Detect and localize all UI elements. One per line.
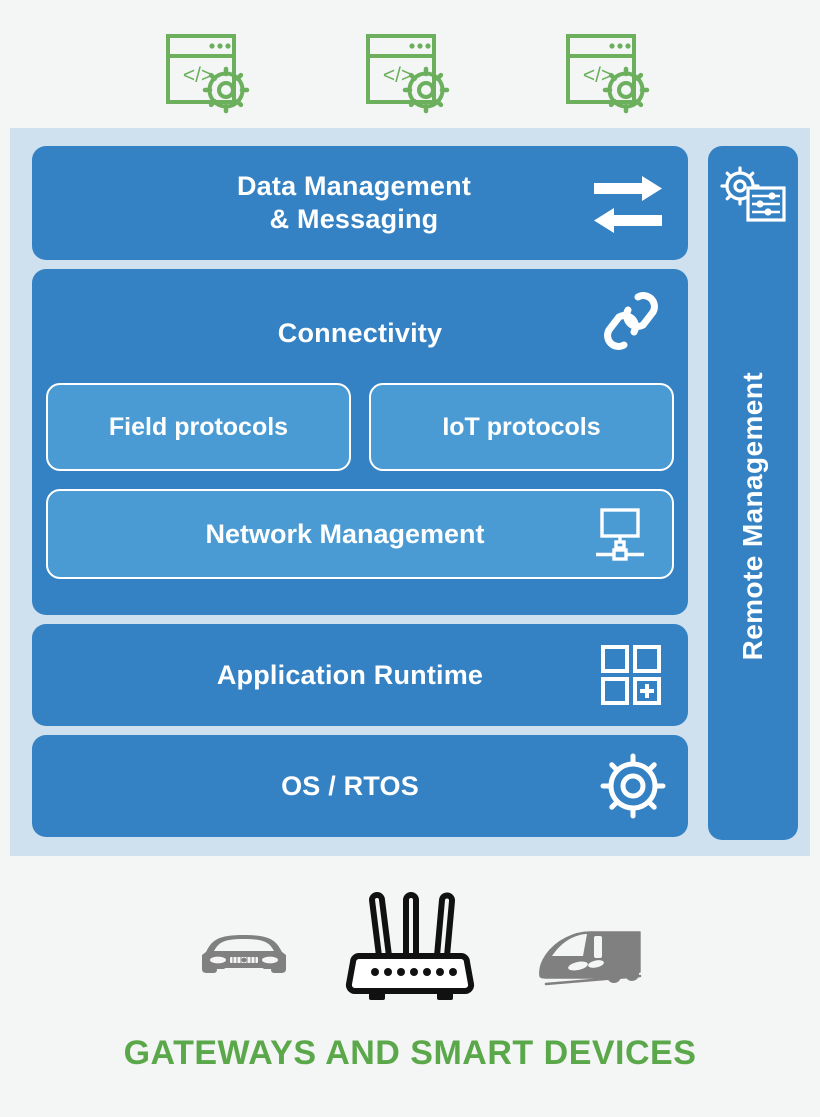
layer-data-management[interactable]: Data Management & Messaging [32, 146, 688, 260]
layer-title: OS / RTOS [281, 770, 419, 801]
layer-title: Connectivity [277, 317, 443, 348]
train-icon [534, 918, 644, 988]
router-icon [341, 882, 479, 1004]
page-caption: GATEWAYS AND SMART DEVICES [123, 1034, 697, 1072]
layer-application-runtime[interactable]: Application Runtime [32, 624, 688, 726]
devices-row [0, 882, 820, 1012]
network-monitor-icon [592, 506, 648, 562]
sub-box-network-management[interactable]: Network Management [46, 489, 674, 579]
architecture-stack-panel: Data Management & Messaging Connectivity [10, 128, 810, 856]
gear-sliders-panel-icon [720, 166, 786, 228]
sub-box-field-protocols[interactable]: Field protocols [46, 383, 351, 471]
sub-box-label: Network Management [205, 518, 485, 549]
sidebar-remote-management[interactable]: Remote Management [708, 146, 798, 840]
svg-text:</>: </> [183, 64, 213, 87]
sub-box-label: IoT protocols [442, 412, 601, 441]
layer-os-rtos[interactable]: OS / RTOS [32, 735, 688, 837]
svg-text:</>: </> [583, 64, 613, 87]
code-window-gear-icon: </> [164, 32, 256, 118]
sub-box-label: Field protocols [108, 412, 289, 441]
code-window-gear-icon: </> [364, 32, 456, 118]
code-window-gear-icon: </> [564, 32, 656, 118]
layer-title: Application Runtime [216, 659, 484, 690]
bidirectional-arrows-icon [592, 173, 664, 233]
layer-title: Data Management & Messaging [236, 171, 472, 234]
layer-connectivity[interactable]: Connectivity Field protocols IoT protoco… [32, 269, 688, 615]
sub-box-iot-protocols[interactable]: IoT protocols [369, 383, 674, 471]
svg-text:</>: </> [383, 64, 413, 87]
car-icon [196, 926, 292, 984]
gear-icon [600, 753, 666, 819]
sidebar-remote-management-label: Remote Management [737, 371, 768, 661]
sidebar-label-wrapper: Remote Management [708, 146, 798, 840]
connectivity-header: Connectivity [46, 285, 674, 381]
app-grid-plus-icon [600, 644, 662, 706]
protocol-row: Field protocols IoT protocols [46, 383, 674, 471]
code-icons-row: </> [0, 32, 820, 122]
layer-column: Data Management & Messaging Connectivity [32, 146, 688, 840]
chain-link-icon [602, 289, 660, 353]
